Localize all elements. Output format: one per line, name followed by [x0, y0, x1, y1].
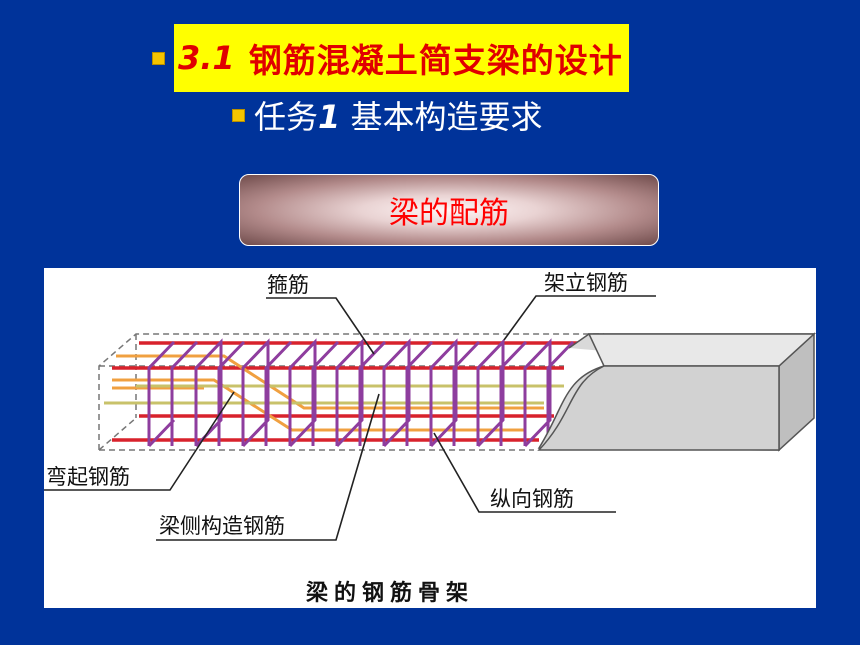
subtitle-row: 任务1 基本构造要求: [232, 92, 542, 138]
leader-lines: [44, 295, 656, 541]
rebar-figure: 箍筋 架立钢筋 弯起钢筋 纵向钢筋 梁侧构造钢筋 梁的钢筋骨架: [44, 268, 816, 608]
section-badge: 梁的配筋: [239, 174, 659, 246]
rebar-cage-diagram: 箍筋 架立钢筋 弯起钢筋 纵向钢筋 梁侧构造钢筋 梁的钢筋骨架: [44, 271, 816, 606]
figure-caption: 梁的钢筋骨架: [305, 580, 474, 606]
subtitle: 任务1 基本构造要求: [254, 92, 542, 138]
subtitle-text: 基本构造要求: [350, 98, 543, 136]
title-number: 3.1: [178, 39, 235, 77]
side-bars: [104, 384, 564, 405]
concrete-block: [537, 332, 816, 452]
page-title: 钢筋混凝土简支梁的设计: [248, 41, 623, 80]
stirrups: [147, 338, 575, 448]
bullet-icon: [152, 51, 165, 65]
bullet-icon: [232, 108, 245, 122]
label-bent-bar: 弯起钢筋: [46, 465, 130, 489]
title-row: 3.1 钢筋混凝土简支梁的设计: [152, 24, 629, 92]
label-longitudinal-bar: 纵向钢筋: [490, 487, 574, 511]
subtitle-number: 1: [318, 98, 341, 136]
subtitle-prefix: 任务: [254, 98, 319, 136]
label-erection-bar: 架立钢筋: [544, 271, 628, 295]
badge-label: 梁的配筋: [389, 196, 509, 231]
title-highlight: 3.1 钢筋混凝土简支梁的设计: [174, 24, 629, 92]
label-side-bar: 梁侧构造钢筋: [159, 514, 285, 538]
label-stirrup: 箍筋: [267, 273, 309, 297]
